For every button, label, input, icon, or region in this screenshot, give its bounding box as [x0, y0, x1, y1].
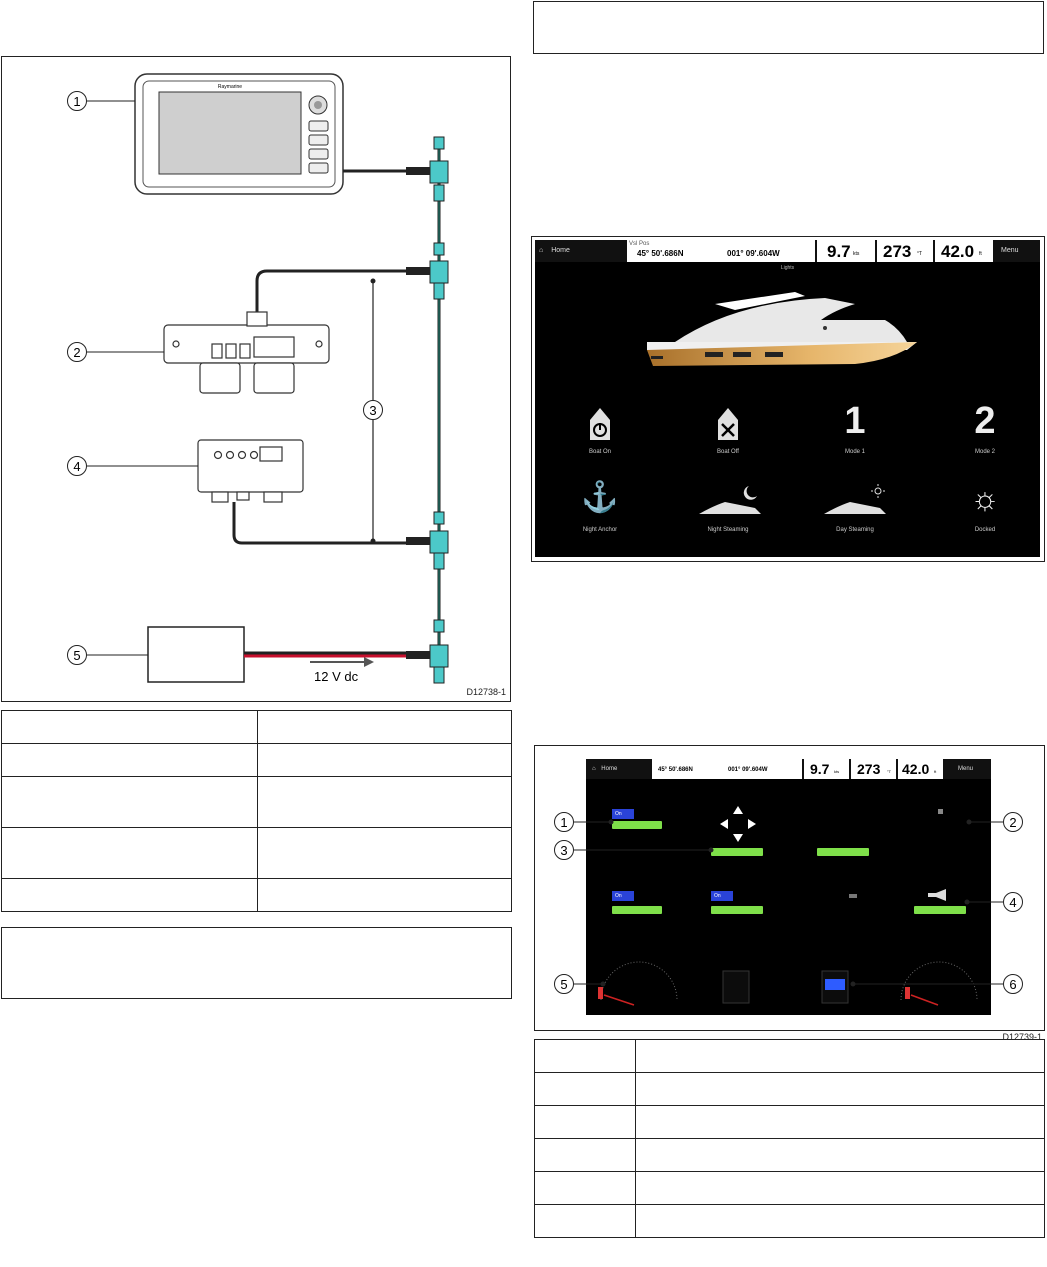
- display-unit: Raymarine: [134, 73, 344, 195]
- callout-3: 3: [363, 400, 383, 420]
- table-row: [1, 776, 512, 828]
- day-steaming-icon: [824, 484, 886, 514]
- switch-indicator-row2-col3[interactable]: [817, 848, 869, 856]
- note-box-top-right: [533, 1, 1044, 54]
- table-row: [534, 1072, 1045, 1106]
- ecu-unit: [163, 311, 330, 394]
- home-button[interactable]: Home: [551, 247, 570, 254]
- direction-arrows-icon[interactable]: [718, 804, 758, 844]
- callout-2: 2: [1003, 812, 1023, 832]
- status-bar: ⌂ Home 45° 50'.686N 001° 09'.604W 9.7 kt…: [586, 759, 991, 779]
- switch-indicator-4[interactable]: [914, 906, 966, 914]
- cog-readout: 273 °T: [851, 759, 896, 779]
- switching-screen: ⌂ Home 45° 50'.686N 001° 09'.604W 9.7 kt…: [586, 759, 991, 1015]
- table-right: [534, 1039, 1045, 1238]
- switch-indicator-3[interactable]: [711, 848, 763, 856]
- mode-1-icon: 1: [844, 400, 866, 442]
- mode-1-label: Mode 1: [844, 449, 865, 455]
- table-row: [534, 1105, 1045, 1139]
- docked-label: Docked: [974, 527, 996, 533]
- callout-5: 5: [554, 974, 574, 994]
- depth-readout: 42.0 ft: [898, 759, 943, 779]
- sun-icon: ☼: [970, 480, 1000, 516]
- lights-screen: ⌂ Home Vsl Pos 45° 50'.686N 001° 09'.604…: [535, 240, 1040, 557]
- table-row: [534, 1171, 1045, 1205]
- wiring-diagram-figure: Raymarine: [1, 56, 511, 702]
- wiring-diagram: Raymarine: [87, 73, 449, 684]
- callout-leaders: [574, 819, 1003, 987]
- screen-subtitle: Lights: [780, 265, 795, 271]
- night-steaming-icon: [699, 486, 761, 514]
- table-left: [1, 710, 512, 912]
- yacht-image: [647, 292, 917, 366]
- depth-readout: 42.0 ft: [935, 240, 993, 262]
- mode-2-icon: 2: [974, 400, 996, 442]
- boat-off-icon: [718, 408, 738, 440]
- on-toggle-3[interactable]: On: [711, 891, 733, 901]
- small-icon-2: [938, 809, 943, 814]
- table-row: [534, 1204, 1045, 1238]
- home-icon[interactable]: ⌂: [592, 766, 596, 772]
- home-button[interactable]: Home: [601, 766, 618, 772]
- callout-2: 2: [67, 342, 87, 362]
- on-toggle-1[interactable]: On: [612, 809, 634, 819]
- night-anchor-label: Night Anchor: [582, 527, 618, 533]
- callout-5: 5: [67, 645, 87, 665]
- lights-screen-figure: ⌂ Home Vsl Pos 45° 50'.686N 001° 09'.604…: [531, 236, 1045, 562]
- position-readout: Vsl Pos 45° 50'.686N 001° 09'.604W: [627, 240, 815, 262]
- switch-indicator-1[interactable]: [612, 821, 662, 829]
- brand-logo-text: Raymarine: [218, 84, 242, 90]
- home-icon[interactable]: ⌂: [539, 247, 544, 254]
- power-supply-box: [147, 626, 245, 683]
- switch-indicator-row3-col2[interactable]: [711, 906, 763, 914]
- status-bar: ⌂ Home Vsl Pos 45° 50'.686N 001° 09'.604…: [535, 240, 1040, 262]
- night-steaming-label: Night Steaming: [707, 527, 749, 533]
- interface-unit: [197, 439, 304, 503]
- small-label-off: [849, 894, 857, 898]
- cog-readout: 273 °T: [877, 240, 933, 262]
- callout-6: 6: [1003, 974, 1023, 994]
- callout-3: 3: [554, 840, 574, 860]
- menu-button[interactable]: Menu: [958, 766, 974, 772]
- figure-id: D12738-1: [466, 687, 506, 697]
- on-toggle-2[interactable]: On: [612, 891, 634, 901]
- table-row: [534, 1138, 1045, 1172]
- horn-icon[interactable]: [926, 889, 950, 901]
- voltage-label: 12 V dc: [314, 669, 359, 684]
- callout-4: 4: [1003, 892, 1023, 912]
- note-box-bottom-left: [1, 927, 512, 999]
- menu-button[interactable]: Menu: [1001, 247, 1019, 254]
- figure-id: D12739-1: [1002, 1032, 1042, 1042]
- day-steaming-label: Day Steaming: [836, 527, 874, 533]
- sog-readout: 9.7 kts: [804, 759, 849, 779]
- switch-indicator-row3-col1[interactable]: [612, 906, 662, 914]
- anchor-icon: ⚓: [581, 481, 619, 514]
- boat-off-label: Boat Off: [717, 449, 739, 455]
- table-row: [1, 878, 512, 912]
- position-readout: 45° 50'.686N 001° 09'.604W: [652, 759, 802, 779]
- boat-on-icon: [590, 408, 610, 440]
- table-row: [1, 827, 512, 879]
- mode-2-label: Mode 2: [974, 449, 995, 455]
- sog-readout: 9.7 kts: [817, 240, 875, 262]
- callout-1: 1: [67, 91, 87, 111]
- boat-on-label: Boat On: [588, 449, 611, 455]
- callout-1: 1: [554, 812, 574, 832]
- table-row: [534, 1039, 1045, 1073]
- callout-4: 4: [67, 456, 87, 476]
- table-row: [1, 710, 512, 744]
- table-row: [1, 743, 512, 777]
- switching-screen-figure: ⌂ Home 45° 50'.686N 001° 09'.604W 9.7 kt…: [534, 745, 1045, 1042]
